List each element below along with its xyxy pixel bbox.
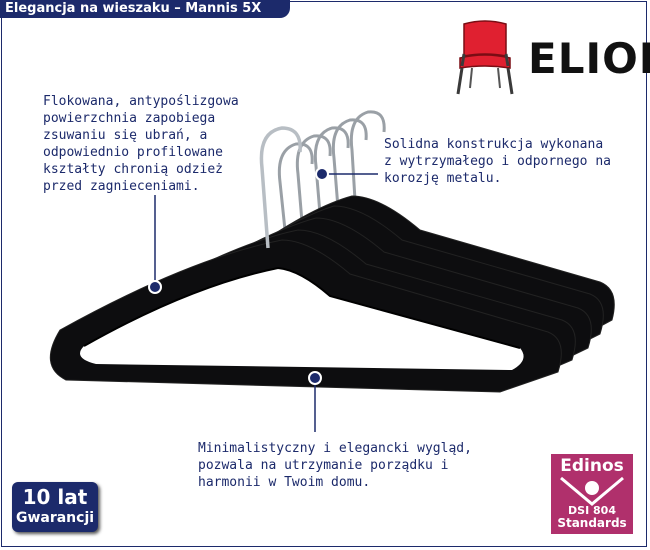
warranty-years: 10 lat [22,485,88,509]
certification-badge: Edinos DSI 804 Standards [551,454,633,534]
callout-marker-design [308,371,322,385]
brand-logo: ELIOR [450,18,650,98]
chair-icon [456,20,514,95]
check-mark-icon [560,476,624,506]
callout-marker-flocked [148,280,162,294]
certification-label: Standards [557,516,627,530]
warranty-badge: 10 lat Gwarancji [12,482,98,532]
callout-metal-construction: Solidna konstrukcja wykonana z wytrzymał… [384,137,611,186]
warranty-label: Gwarancji [15,510,95,526]
certification-name: Edinos [560,456,624,476]
callout-minimal-design: Minimalistyczny i elegancki wygląd, pozw… [198,441,472,490]
certification-code: DSI 804 [568,504,616,517]
hanger-stack [49,110,615,393]
brand-name: ELIOR [528,34,650,83]
page-title: Elegancja na wieszaku – Mannis 5X [0,0,290,18]
callout-marker-metal [315,167,329,181]
callout-flocked-surface: Flokowana, antypoślizgowa powierzchnia z… [43,94,239,194]
